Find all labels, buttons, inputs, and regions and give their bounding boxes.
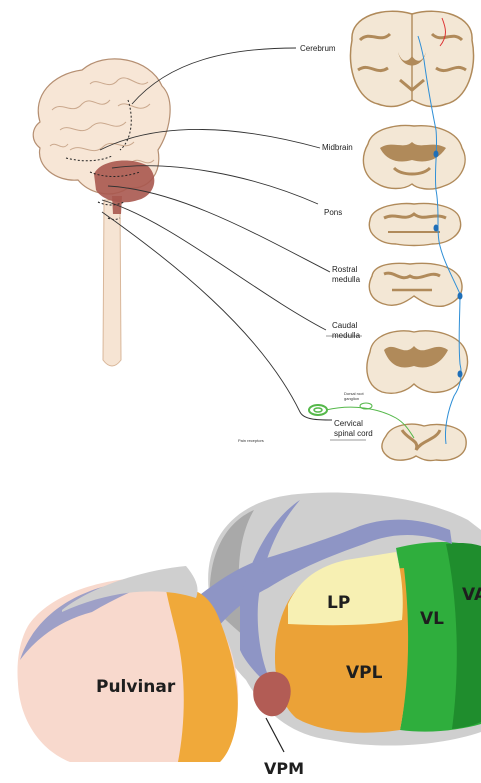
cervical-spinal-cord-section	[382, 424, 466, 460]
label-cerebrum: Cerebrum	[300, 44, 336, 53]
label-rostral-medulla-line2: medulla	[332, 275, 361, 284]
cerebrum-section	[350, 11, 473, 106]
label-cervical-spinal-cord-line2: spinal cord	[334, 429, 373, 438]
label-midbrain: Midbrain	[322, 143, 353, 152]
label-rostral-medulla-line1: Rostral	[332, 265, 358, 274]
label-dorsal-root-ganglion-line2: ganglion	[344, 396, 359, 401]
label-pain-receptors: Pain receptors	[238, 438, 264, 443]
label-vpl: VPL	[346, 663, 383, 683]
label-caudal-medulla-line2: medulla	[332, 331, 361, 340]
pons-section	[369, 204, 460, 246]
vpm-leader-line	[266, 718, 284, 752]
label-cervical-spinal-cord-line1: Cervical	[334, 419, 363, 428]
label-caudal-medulla-line1: Caudal	[332, 321, 358, 330]
thalamus-diagram: Pulvinar LP VL VA VPL VPM	[17, 492, 481, 778]
midbrain-section	[363, 126, 465, 190]
pain-receptor-icon	[309, 405, 327, 415]
label-pulvinar: Pulvinar	[96, 677, 176, 697]
rostral-medulla-section	[369, 263, 462, 306]
label-vl: VL	[420, 609, 444, 629]
label-pons: Pons	[324, 208, 342, 217]
pain-pathway-diagram: Cerebrum Midbrain Pons Rostral medulla C…	[33, 11, 473, 460]
label-vpm: VPM	[264, 759, 304, 778]
label-lp: LP	[327, 593, 350, 613]
caudal-medulla-section	[367, 331, 468, 393]
spinal-cord-illustration	[103, 200, 121, 366]
label-va: VA	[462, 585, 481, 605]
